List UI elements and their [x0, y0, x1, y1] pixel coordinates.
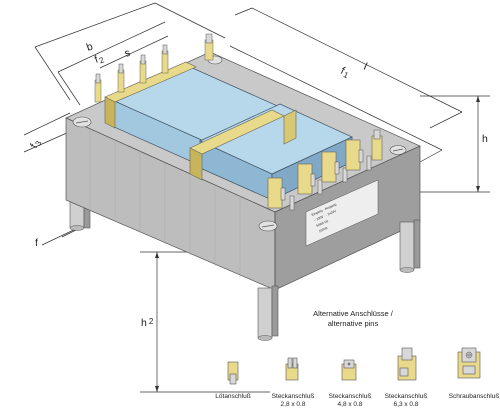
dim-f1: f1	[338, 65, 352, 81]
dim-l: l	[362, 61, 369, 73]
svg-text:f1: f1	[338, 65, 352, 81]
pin-name-5: Schraubanschluß	[449, 393, 500, 400]
pin-size-4: 6,3 x 0.8	[394, 401, 419, 408]
dim-s: s	[123, 47, 132, 60]
label-line-3: 50/60 Hz	[316, 219, 330, 228]
mount-screw-left	[72, 116, 92, 128]
alternative-pins-section: Alternative Anschlüsse / alternative pin…	[215, 309, 499, 408]
coil-former-bracket	[104, 61, 297, 181]
label-plate: Eingang · Ausgang ~ 230V · · 2x24V 50/60…	[305, 179, 379, 247]
dim-b: b	[85, 40, 95, 53]
svg-text:l: l	[362, 61, 369, 73]
spade-pin-6-3-icon	[397, 347, 417, 381]
dim-f: f	[35, 237, 38, 249]
spade-pin-4-8-icon	[341, 359, 357, 381]
spade-pin-2-8-icon	[285, 357, 299, 381]
pin-name-4: Steckanschluß	[385, 393, 428, 400]
screw-terminal-icon	[457, 347, 481, 379]
front-leg-right	[399, 219, 421, 273]
pin-name-3: Steckanschluß	[329, 393, 372, 400]
svg-text:b: b	[85, 40, 95, 53]
pin-size-3: 4,8 x 0.8	[338, 401, 363, 408]
dim-f3: f3	[28, 137, 44, 151]
alternatives-heading-2: alternative pins	[328, 319, 379, 328]
back-pin-row	[94, 33, 214, 103]
pin-name-1: Lötanschluß	[215, 393, 250, 400]
mount-screw-front	[258, 220, 278, 232]
svg-text:f2: f2	[93, 51, 106, 66]
svg-text:s: s	[123, 47, 132, 60]
transformer-body: Eingang · Ausgang ~ 230V · · 2x24V 50/60…	[65, 33, 421, 341]
solder-pin-icon	[227, 361, 239, 385]
dim-f2: f2	[93, 51, 106, 66]
front-pin-row	[267, 129, 383, 211]
alternatives-heading-1: Alternative Anschlüsse /	[313, 309, 394, 318]
label-line-4: 100VA	[318, 226, 329, 234]
pin-name-2: Steckanschluß	[272, 393, 315, 400]
mount-screw-right	[389, 145, 407, 155]
svg-text:f: f	[35, 237, 38, 249]
lamination-lines	[89, 129, 241, 277]
pin-size-2: 2,8 x 0.8	[281, 401, 306, 408]
svg-text:h2: h2	[141, 317, 154, 329]
front-leg-left	[257, 285, 279, 341]
dim-h: h	[482, 133, 488, 145]
dimension-lines	[23, 2, 490, 393]
svg-text:f3: f3	[28, 137, 44, 151]
svg-text:h: h	[482, 133, 488, 145]
